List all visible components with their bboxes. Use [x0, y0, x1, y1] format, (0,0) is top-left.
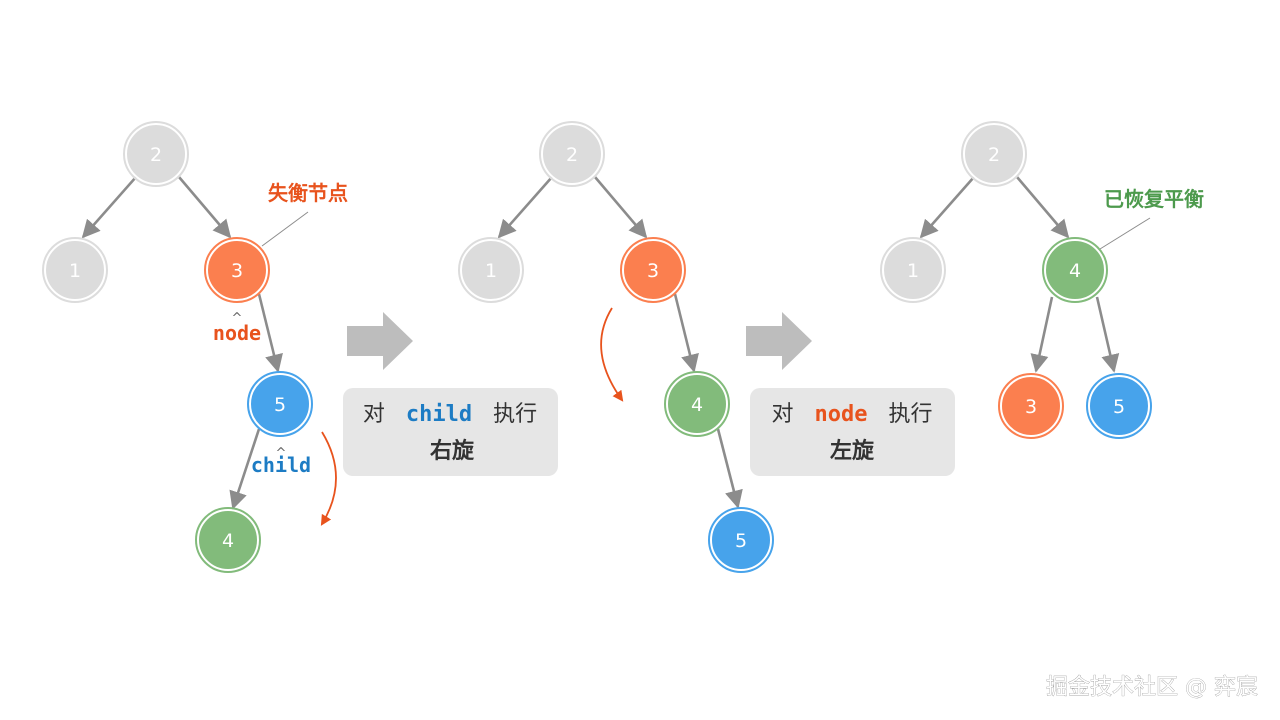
tree-node: 1 [458, 237, 524, 303]
edge-3-5 [257, 293, 283, 373]
step-action: 左旋 [830, 438, 875, 464]
edge-2-4 [1016, 176, 1070, 239]
step-caption-box [750, 388, 955, 476]
step-caption-line1: 对 node 执行 [771, 402, 932, 427]
panel-2: 2 1 3 4 5 [458, 121, 774, 573]
unbalanced-node-callout: 失衡节点 [268, 181, 348, 205]
callout-leader-line [261, 211, 309, 247]
edge-2-3 [594, 176, 648, 239]
up-caret-icon: ^ [232, 311, 243, 326]
edge-2-1 [919, 176, 975, 239]
step-code: node [815, 402, 868, 427]
tree-node: 4 [664, 371, 730, 437]
edge-3-4 [673, 293, 699, 373]
edge-4-5 [716, 428, 743, 509]
tree-node: 4 [195, 507, 261, 573]
node-value: 1 [69, 260, 81, 282]
step-prefix: 对 [363, 402, 385, 427]
node-value: 3 [231, 260, 243, 282]
node-value: 2 [150, 144, 162, 166]
child-pointer-label: child [251, 453, 311, 477]
edge-4-5 [1095, 296, 1120, 373]
node-value: 1 [907, 260, 919, 282]
up-caret-icon: ^ [276, 446, 287, 461]
node-value: 3 [647, 260, 659, 282]
node-value: 5 [735, 530, 747, 552]
edge-5-4 [229, 428, 261, 510]
node-value: 3 [1025, 396, 1037, 418]
step-2: 对 node 执行 左旋 [746, 312, 955, 476]
tree-node: 5 [708, 507, 774, 573]
step-1: 对 child 执行 右旋 [343, 312, 558, 476]
arrow-right-icon [746, 312, 812, 370]
panel-1: 2 1 3 5 4 失衡节点 ^ node ^ child [42, 121, 348, 573]
node-value: 2 [566, 144, 578, 166]
tree-node: 5 [247, 371, 313, 437]
tree-node: 3 [620, 237, 686, 303]
rebalanced-callout: 已恢复平衡 [1104, 187, 1204, 211]
step-prefix: 对 [771, 402, 793, 427]
step-caption-box [343, 388, 558, 476]
rotation-arrow-icon [600, 307, 624, 402]
tree-node: 3 [204, 237, 270, 303]
node-value: 2 [988, 144, 1000, 166]
tree-node: 2 [123, 121, 189, 187]
step-suffix: 执行 [493, 402, 537, 427]
rotation-arrow-icon [320, 431, 337, 526]
tree-node: 1 [42, 237, 108, 303]
callout-leader-line [1099, 217, 1151, 250]
node-value: 5 [274, 394, 286, 416]
edge-4-3 [1030, 296, 1054, 373]
edge-2-1 [81, 176, 137, 239]
step-caption-line1: 对 child 执行 [363, 402, 537, 427]
step-action: 右旋 [430, 438, 475, 464]
tree-node: 3 [998, 373, 1064, 439]
step-suffix: 执行 [888, 402, 932, 427]
node-value: 4 [1069, 260, 1081, 282]
arrow-right-icon [347, 312, 413, 370]
node-value: 1 [485, 260, 497, 282]
step-code: child [406, 402, 472, 427]
panel-3: 2 1 4 3 5 已恢复平衡 [880, 121, 1204, 439]
node-value: 4 [222, 530, 234, 552]
tree-node: 1 [880, 237, 946, 303]
tree-node: 2 [539, 121, 605, 187]
node-pointer-label: node [213, 321, 261, 345]
node-value: 4 [691, 394, 703, 416]
edge-2-3 [178, 176, 232, 239]
tree-node: 5 [1086, 373, 1152, 439]
tree-node: 4 [1042, 237, 1108, 303]
node-value: 5 [1113, 396, 1125, 418]
tree-node: 2 [961, 121, 1027, 187]
edge-2-1 [497, 176, 553, 239]
watermark: 掘金技术社区 @ 弈宸 [1046, 675, 1258, 700]
